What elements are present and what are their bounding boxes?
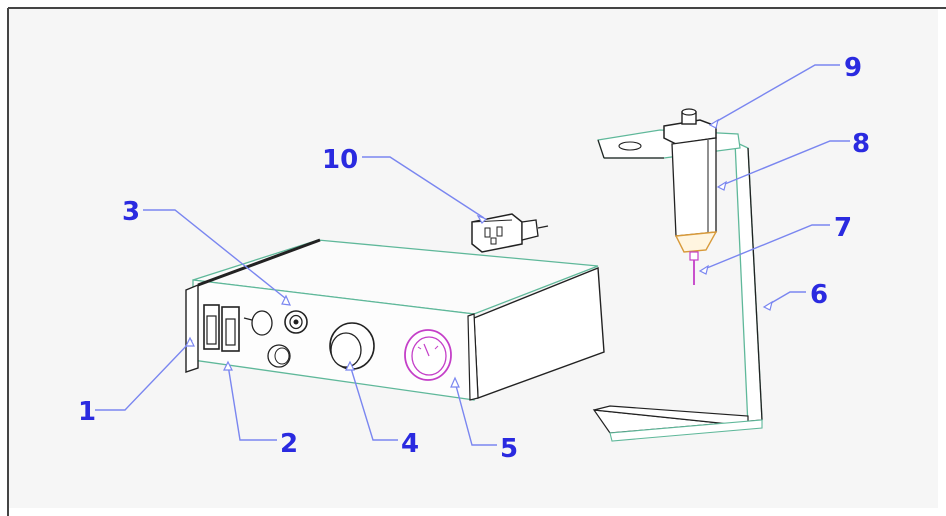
callout-3: 3: [122, 197, 140, 227]
leader-2: [227, 364, 277, 441]
callout-4: 4: [401, 429, 419, 459]
connector-lower: [267, 344, 291, 368]
selector-switch: [221, 306, 240, 352]
callout-10: 10: [322, 145, 358, 175]
rear-panel-edge: [467, 313, 479, 401]
leader-4: [349, 364, 398, 441]
front-bezel-top-edge: [197, 238, 321, 287]
leader-10: [362, 156, 485, 219]
syringe-taper: [674, 231, 718, 253]
callout-5: 5: [500, 434, 518, 464]
callout-9: 9: [844, 53, 862, 83]
leader-6: [765, 291, 806, 307]
leader-1: [95, 339, 193, 411]
callout-2: 2: [280, 429, 298, 459]
controller-box: [185, 238, 605, 401]
selector-switch-rocker: [225, 318, 236, 346]
connector-upper: [243, 310, 273, 336]
pressure-knob: [329, 322, 375, 370]
pressure-gauge: [404, 329, 452, 381]
dispensing-needle: [689, 251, 699, 285]
callout-8: 8: [852, 129, 870, 159]
power-switch: [203, 304, 220, 350]
power-plug: [471, 213, 549, 253]
air-outlet-fitting: [284, 310, 308, 334]
leader-3: [143, 209, 286, 299]
callout-6: 6: [810, 280, 828, 310]
front-bezel: [185, 283, 199, 373]
callout-1: 1: [78, 397, 96, 427]
callout-numbers: 1 2 3 4 5 6 7 8 9 10: [78, 53, 870, 464]
leader-8: [719, 140, 850, 187]
arm-hole: [618, 141, 642, 151]
syringe-cap: [663, 108, 717, 145]
leader-5: [454, 381, 497, 446]
power-switch-rocker: [206, 315, 217, 345]
syringe-barrel: [671, 137, 718, 253]
leader-9: [711, 64, 840, 125]
callout-7: 7: [834, 213, 852, 243]
syringe-stand: [592, 129, 763, 442]
leader-7: [701, 224, 830, 271]
leader-lines: [95, 64, 850, 446]
